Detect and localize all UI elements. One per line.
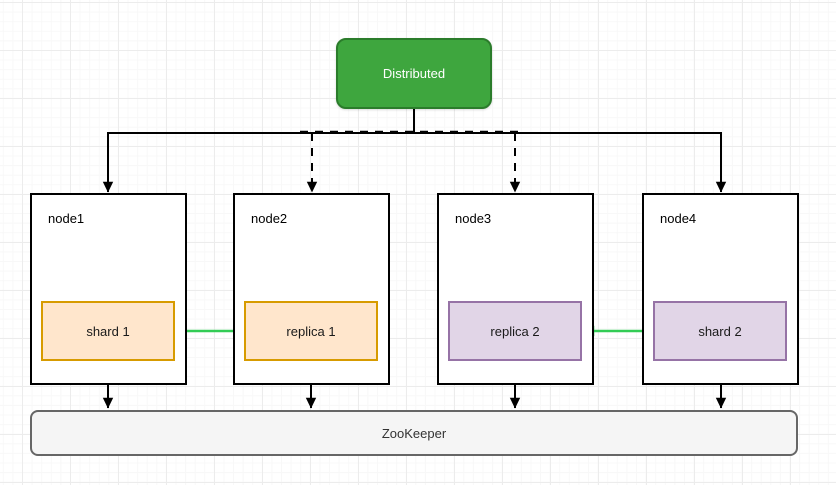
node4-label: node4 xyxy=(660,211,697,226)
replica2-label: replica 2 xyxy=(490,323,540,339)
shard2-label: shard 2 xyxy=(698,323,742,339)
replica1-label: replica 1 xyxy=(286,323,336,339)
shard1-box: shard 1 xyxy=(41,301,175,361)
node2-label: node2 xyxy=(251,211,288,226)
distributed-box: Distributed xyxy=(336,38,492,109)
node4-box: node4 shard 2 xyxy=(642,193,799,385)
zookeeper-label: ZooKeeper xyxy=(381,425,447,441)
shard2-box: shard 2 xyxy=(653,301,787,361)
node2-box: node2 replica 1 xyxy=(233,193,390,385)
replica1-box: replica 1 xyxy=(244,301,378,361)
node3-label: node3 xyxy=(455,211,492,226)
edge-distributed-node4 xyxy=(413,109,727,193)
node1-box: node1 shard 1 xyxy=(30,193,187,385)
edge-distributed-node1 xyxy=(102,109,415,193)
shard1-label: shard 1 xyxy=(86,323,130,339)
node3-box: node3 replica 2 xyxy=(437,193,594,385)
distributed-label: Distributed xyxy=(382,66,446,81)
node1-label: node1 xyxy=(48,211,85,226)
zookeeper-box: ZooKeeper xyxy=(30,410,798,456)
replica2-box: replica 2 xyxy=(448,301,582,361)
